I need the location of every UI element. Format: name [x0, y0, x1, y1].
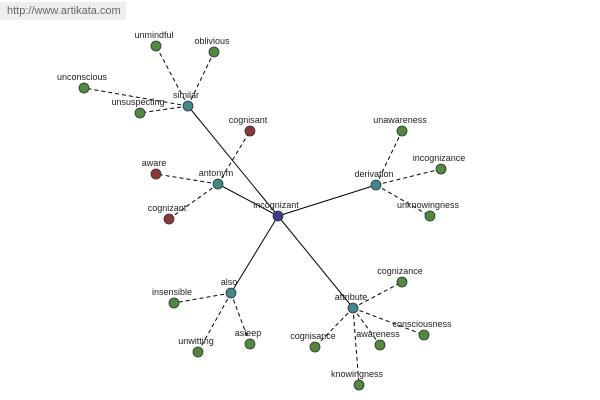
node-label-unknowingness: unknowingness	[397, 200, 460, 210]
node-incognizant[interactable]	[272, 210, 284, 222]
node-label-oblivious: oblivious	[194, 36, 230, 46]
node-insensible[interactable]	[168, 297, 180, 309]
edge-similar-oblivious	[187, 51, 215, 107]
node-label-antonym: antonym	[199, 168, 234, 178]
node-label-attribute: attribute	[335, 292, 368, 302]
node-label-unwitting: unwitting	[178, 336, 214, 346]
site-link-box: http://www.artikata.com	[0, 2, 126, 20]
nodes-layer	[78, 40, 447, 391]
edge-attribute-consciousness	[352, 307, 425, 336]
node-oblivious[interactable]	[208, 46, 220, 58]
node-unmindful[interactable]	[150, 40, 162, 52]
node-label-unmindful: unmindful	[134, 30, 173, 40]
node-similar[interactable]	[182, 100, 194, 112]
site-link[interactable]: http://www.artikata.com	[7, 5, 121, 17]
labels-layer: unmindful oblivious unconscious unsuspectin…	[57, 30, 465, 379]
edge-incognizant-similar	[187, 105, 279, 217]
edge-attribute-knowingness	[352, 307, 360, 386]
edge-antonym-aware	[155, 173, 219, 185]
node-antonym[interactable]	[212, 178, 224, 190]
node-label-also: also	[221, 277, 238, 287]
edge-incognizant-attribute	[277, 215, 354, 309]
node-label-awareness: awareness	[356, 329, 400, 339]
node-label-aware: aware	[142, 158, 167, 168]
node-knowingness[interactable]	[353, 379, 365, 391]
edge-similar-unconscious	[83, 87, 189, 107]
node-cognisance[interactable]	[309, 341, 321, 353]
node-cognizance[interactable]	[396, 276, 408, 288]
node-label-knowingness: knowingness	[331, 369, 384, 379]
node-asleep[interactable]	[244, 338, 256, 350]
node-label-derivation: derivation	[354, 169, 393, 179]
edge-similar-unsuspecting	[139, 105, 189, 114]
node-label-unsuspecting: unsuspecting	[111, 97, 164, 107]
node-unknowingness[interactable]	[424, 210, 436, 222]
edge-similar-unmindful	[155, 45, 189, 107]
node-label-cognizant: cognizant	[148, 203, 187, 213]
node-label-cognisance: cognisance	[290, 331, 336, 341]
node-unsuspecting[interactable]	[134, 107, 146, 119]
edge-also-unwitting	[197, 292, 232, 353]
node-label-incognizant: incognizant	[253, 200, 299, 210]
node-incognizance[interactable]	[435, 163, 447, 175]
edges-layer	[83, 45, 442, 386]
node-attribute[interactable]	[347, 302, 359, 314]
edge-incognizant-derivation	[277, 184, 377, 217]
edge-attribute-awareness	[352, 307, 381, 346]
node-derivation[interactable]	[370, 179, 382, 191]
node-aware[interactable]	[150, 168, 162, 180]
node-unconscious[interactable]	[78, 82, 90, 94]
node-unawareness[interactable]	[396, 125, 408, 137]
node-label-cognizance: cognizance	[377, 266, 423, 276]
edge-attribute-cognisance	[314, 307, 354, 348]
edge-incognizant-also	[230, 215, 279, 294]
node-label-unawareness: unawareness	[373, 115, 427, 125]
edge-incognizant-antonym	[217, 183, 279, 217]
node-label-cognisant: cognisant	[229, 115, 268, 125]
node-cognizant[interactable]	[163, 213, 175, 225]
node-unwitting[interactable]	[192, 346, 204, 358]
node-label-incognizance: incognizance	[413, 153, 466, 163]
node-label-asleep: asleep	[235, 328, 262, 338]
node-awareness[interactable]	[374, 339, 386, 351]
edge-also-asleep	[230, 292, 251, 345]
node-label-similar: similar	[173, 90, 199, 100]
edge-antonym-cognisant	[217, 130, 251, 185]
edge-attribute-cognizance	[352, 281, 403, 309]
node-label-insensible: insensible	[152, 287, 192, 297]
node-label-unconscious: unconscious	[57, 72, 108, 82]
edge-derivation-unawareness	[375, 130, 403, 186]
edge-also-insensible	[173, 292, 232, 304]
node-consciousness[interactable]	[418, 329, 430, 341]
edge-derivation-unknowingness	[375, 184, 431, 217]
edge-antonym-cognizant	[168, 183, 219, 220]
node-label-consciousness: consciousness	[392, 319, 452, 329]
node-also[interactable]	[225, 287, 237, 299]
node-cognisant[interactable]	[244, 125, 256, 137]
